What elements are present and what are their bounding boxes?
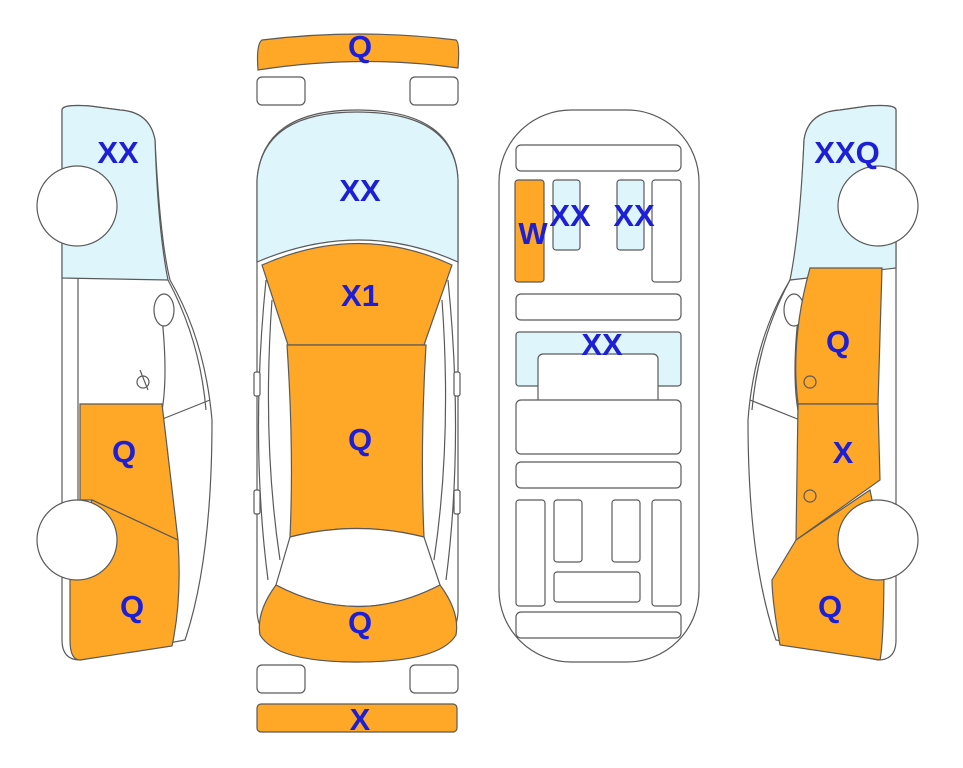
passenger-seat-code: XX <box>613 198 655 233</box>
left-headlight <box>256 76 306 106</box>
cargo-inner-left <box>553 499 583 563</box>
roof-code: Q <box>348 422 372 457</box>
top-view <box>253 33 461 733</box>
trunk-panel[interactable] <box>258 584 458 663</box>
right-headlight <box>409 76 459 106</box>
left-rear-wheel <box>36 499 118 581</box>
right-glass-code: XXQ <box>814 135 879 170</box>
console-code: W <box>518 216 548 251</box>
trunk-code: Q <box>348 605 372 640</box>
right-rear-door-code: X <box>833 435 854 470</box>
right-side-view <box>747 104 919 661</box>
cargo-floor <box>553 571 641 603</box>
right-front-wheel <box>837 165 919 247</box>
trunk-sill <box>515 461 682 489</box>
windshield-code: XX <box>339 173 381 208</box>
damage-code-labels: Q X XX X1 Q Q XX XX W XX XX Q Q XXQ Q X … <box>97 29 879 737</box>
right-rear-door-panel[interactable] <box>795 403 881 542</box>
hood-panel[interactable] <box>261 242 453 346</box>
dashboard <box>515 144 682 172</box>
rear-bumper-panel[interactable] <box>256 703 458 733</box>
driver-seat-panel[interactable] <box>552 179 581 251</box>
cargo-right <box>651 499 682 607</box>
right-front-trim <box>651 179 682 283</box>
windshield-panel[interactable] <box>256 111 459 263</box>
right-front-door-code: Q <box>826 324 850 359</box>
rear-bumper-code: X <box>350 702 371 737</box>
cargo-left <box>515 499 546 607</box>
rear-window <box>275 527 441 608</box>
mid-trim <box>515 293 682 321</box>
right-rear-wheel <box>837 499 919 581</box>
console-panel[interactable] <box>514 179 545 283</box>
right-rear-quarter-code: Q <box>818 589 842 624</box>
left-rear-door-code: Q <box>112 434 136 469</box>
interior-view <box>498 109 700 663</box>
rear-panel <box>515 611 682 639</box>
right-taillight <box>409 664 459 694</box>
passenger-seat-panel[interactable] <box>616 179 645 251</box>
left-side-view <box>36 104 213 661</box>
left-front-wheel <box>36 165 118 247</box>
front-bumper-code: Q <box>348 29 372 64</box>
hood-code: X1 <box>341 278 379 313</box>
left-glass-code: XX <box>97 135 139 170</box>
front-bumper-panel[interactable] <box>256 33 460 71</box>
left-rear-quarter-code: Q <box>120 589 144 624</box>
driver-seat-code: XX <box>549 198 591 233</box>
cargo-inner-right <box>611 499 641 563</box>
rear-floor <box>515 399 682 455</box>
rear-seat-code: XX <box>581 327 623 362</box>
left-taillight <box>256 664 306 694</box>
